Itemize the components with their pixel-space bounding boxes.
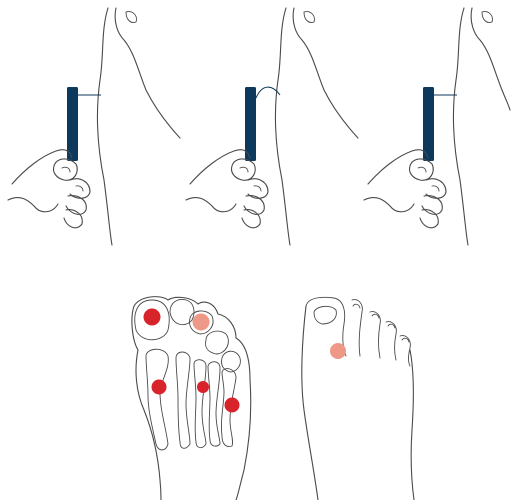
plantar-test-points [144, 309, 240, 413]
foot-icon [302, 297, 414, 500]
foot-dorsum-outline [471, 8, 510, 110]
step-3-panel [364, 8, 510, 245]
plantar-foot-panel [132, 297, 251, 500]
foot-dorsum-outline [293, 8, 358, 138]
test-point-icon [197, 381, 209, 393]
test-point-icon [193, 314, 210, 331]
fourth-toe-outline [205, 331, 228, 354]
toenail [482, 12, 492, 23]
step-2-panel [186, 8, 358, 245]
step-1-panel [8, 8, 180, 245]
dorsal-test-points [330, 343, 346, 359]
test-point-icon [144, 309, 161, 326]
monofilament-icon [245, 87, 256, 161]
second-toe-outline [352, 300, 362, 356]
big-toenail [314, 306, 336, 324]
hand-icon [364, 150, 446, 228]
toenail [304, 12, 314, 23]
dorsal-foot-panel [302, 297, 414, 500]
toenail [126, 12, 136, 23]
foot-side-outline [275, 8, 290, 245]
third-toe-outline [370, 312, 380, 358]
monofilament-icon [67, 87, 78, 161]
second-toe-outline [170, 300, 194, 325]
foot-side-outline [97, 8, 112, 245]
hand-icon [186, 150, 268, 228]
foot-dorsum-outline [115, 8, 180, 138]
monofilament-icon [423, 87, 434, 161]
hand-icon [8, 150, 90, 228]
fifth-toe-outline [400, 336, 410, 366]
test-point-icon [330, 343, 346, 359]
test-point-icon [225, 398, 240, 413]
test-point-icon [152, 380, 167, 395]
foot-side-outline [453, 8, 468, 245]
